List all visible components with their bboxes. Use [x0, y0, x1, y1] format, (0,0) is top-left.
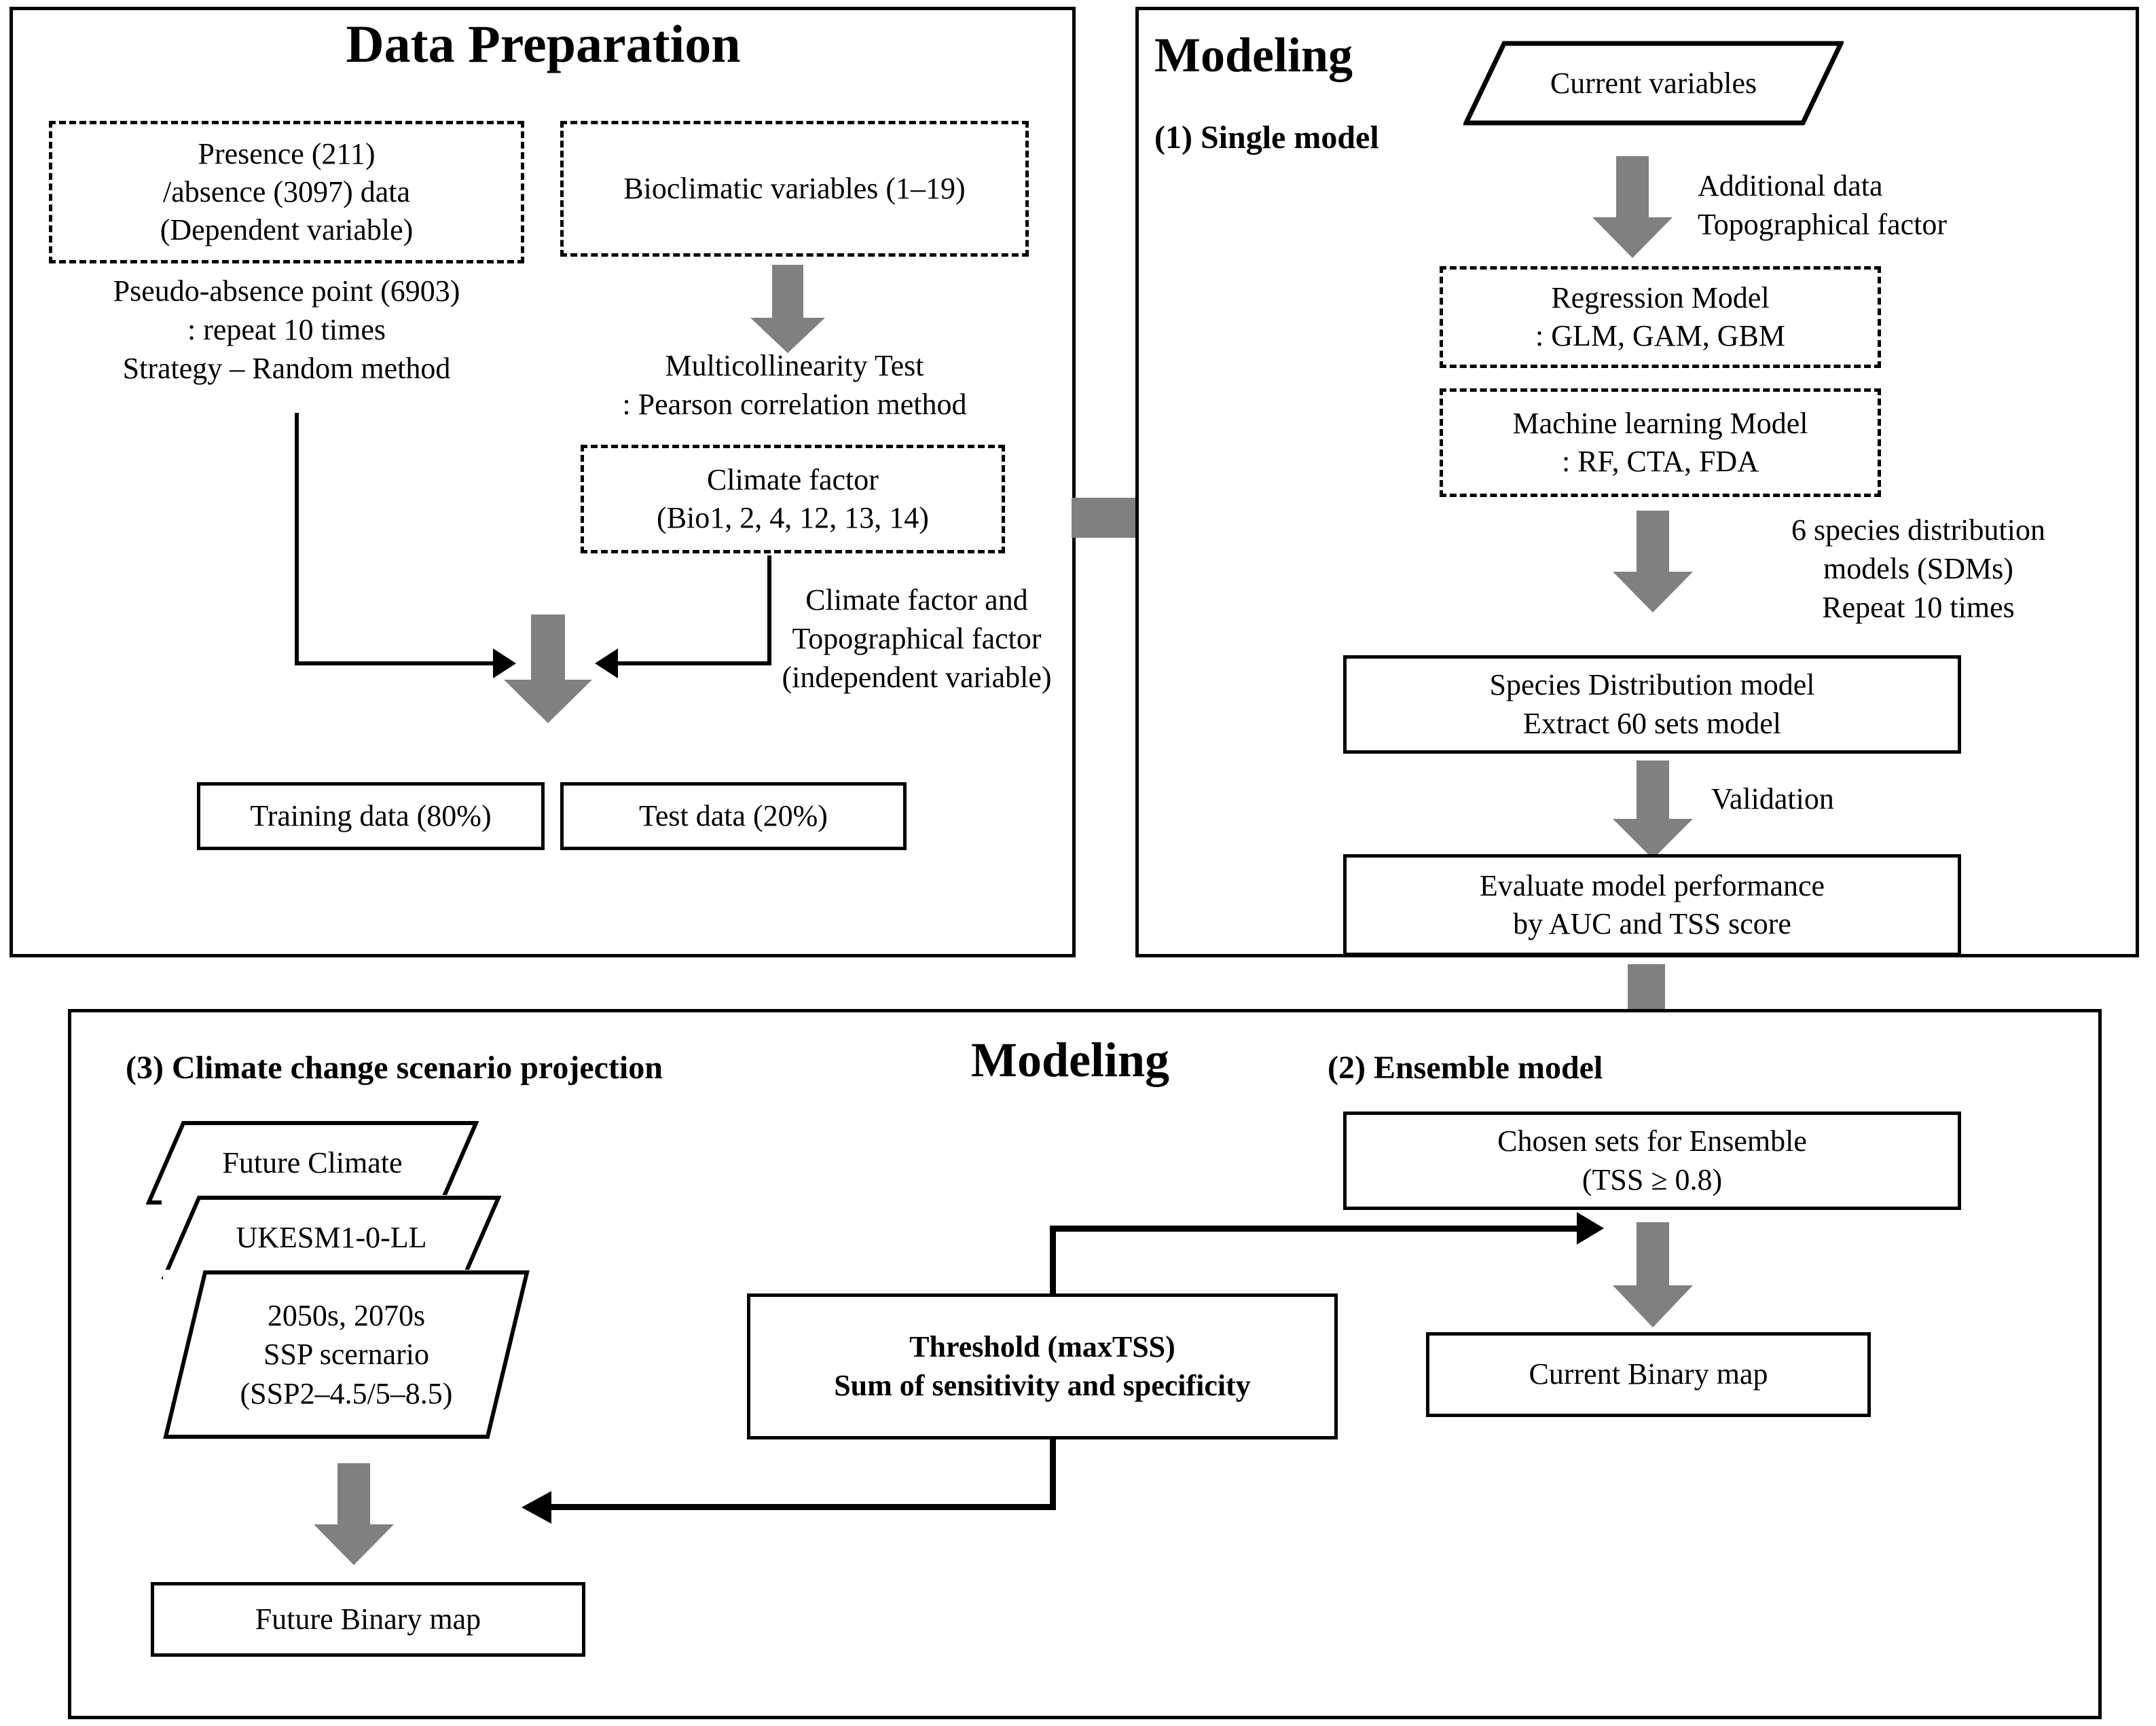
threshold-box: Threshold (maxTSS) Sum of sensitivity an… — [747, 1293, 1338, 1439]
arrowhead-right-into-merge — [595, 648, 618, 678]
page-title-modeling-single: Modeling — [1154, 28, 1353, 82]
regression-model-box: Regression Model : GLM, GAM, GBM — [1440, 266, 1881, 368]
independent-variable-text: Climate factor and Topographical factor … — [782, 583, 1052, 695]
down-arrow-icon-sdm — [1613, 511, 1693, 612]
arrowhead-to-future-map — [522, 1491, 551, 1524]
connector-horizontal-left — [295, 661, 495, 665]
future-binary-map-box: Future Binary map — [151, 1582, 585, 1657]
additional-data-text: Additional data Topographical factor — [1698, 169, 1948, 242]
test-data-box: Test data (20%) — [560, 782, 907, 850]
pseudo-absence-text: Pseudo-absence point (6903) : repeat 10 … — [113, 274, 460, 386]
machine-learning-model-box: Machine learning Model : RF, CTA, FDA — [1440, 388, 1881, 497]
down-arrow-icon-current-variables — [1592, 156, 1673, 258]
current-variables-parallelogram: Current variables — [1463, 41, 1844, 126]
threshold-bottom-horizontal-line — [550, 1504, 1056, 1510]
validation-label: Validation — [1711, 782, 1834, 815]
step-label-ensemble-model: (2) Ensemble model — [1328, 1050, 1603, 1086]
connector-vertical-left — [295, 413, 299, 665]
threshold-top-horizontal-line — [1050, 1226, 1579, 1232]
future-climate-parallelogram: Future Climate — [146, 1120, 479, 1205]
down-arrow-icon-future-binary — [314, 1463, 394, 1565]
bioclimatic-variables-box: Bioclimatic variables (1–19) — [560, 121, 1029, 257]
current-variables-label: Current variables — [1550, 66, 1757, 100]
ssp-scenario-label: 2050s, 2070s SSP scernario (SSP2–4.5/5–8… — [240, 1299, 453, 1410]
step-label-climate-change-projection: (3) Climate change scenario projection — [126, 1050, 663, 1086]
down-arrow-icon-merge — [504, 614, 592, 723]
gcm-model-label: UKESM1-0-LL — [236, 1220, 427, 1254]
gcm-model-parallelogram: UKESM1-0-LL — [162, 1195, 501, 1280]
ssp-scenario-parallelogram: 2050s, 2070s SSP scernario (SSP2–4.5/5–8… — [163, 1270, 530, 1439]
down-arrow-icon-bioclimatic — [750, 265, 825, 353]
current-binary-map-box: Current Binary map — [1426, 1332, 1871, 1417]
chosen-sets-ensemble-box: Chosen sets for Ensemble (TSS ≥ 0.8) — [1343, 1112, 1961, 1210]
page-title-modeling-bottom: Modeling — [971, 1033, 1170, 1087]
presence-absence-box: Presence (211) /absence (3097) data (Dep… — [49, 121, 524, 263]
page-title-data-preparation: Data Preparation — [346, 14, 741, 73]
sdm-count-text: 6 species distribution models (SDMs) Rep… — [1791, 513, 2045, 625]
step-label-single-model: (1) Single model — [1154, 120, 1379, 155]
climate-factor-box: Climate factor (Bio1, 2, 4, 12, 13, 14) — [581, 445, 1005, 553]
evaluate-model-performance-box: Evaluate model performance by AUC and TS… — [1343, 854, 1961, 956]
arrowhead-left-into-merge — [493, 648, 516, 678]
down-arrow-icon-current-binary — [1613, 1222, 1693, 1327]
multicollinearity-test-text: Multicollinearity Test : Pearson correla… — [622, 349, 967, 422]
threshold-bottom-vertical-line — [1050, 1437, 1056, 1510]
connector-horizontal-right — [617, 661, 771, 665]
species-distribution-model-box: Species Distribution model Extract 60 se… — [1343, 655, 1961, 754]
training-data-box: Training data (80%) — [197, 782, 545, 850]
connector-vertical-right — [767, 555, 771, 665]
arrowhead-to-ensemble — [1577, 1212, 1604, 1245]
down-arrow-icon-validation — [1613, 760, 1693, 859]
threshold-top-vertical-line — [1050, 1226, 1056, 1296]
future-climate-label: Future Climate — [222, 1145, 403, 1179]
